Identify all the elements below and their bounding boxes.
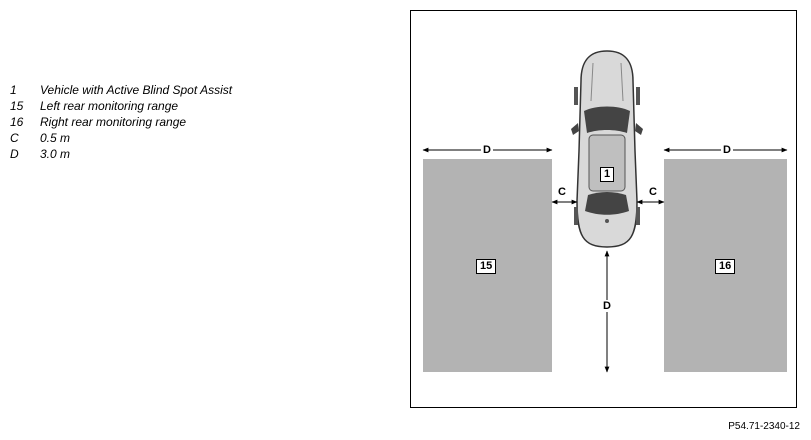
dimension-label-top-left: D	[481, 144, 493, 156]
legend-text: Right rear monitoring range	[40, 115, 187, 129]
legend-key: 1	[10, 83, 17, 97]
vehicle-label: 1	[600, 167, 615, 182]
legend-key: 16	[10, 115, 24, 129]
figure-reference: P54.71-2340-12	[728, 421, 800, 432]
legend-key: C	[10, 131, 19, 145]
monitoring-diagram: 1 15 16 D D C C D	[410, 10, 797, 408]
diagram-graphics	[422, 50, 788, 373]
dimension-label-top-right: D	[721, 144, 733, 156]
dimension-label-gap-right: C	[647, 186, 659, 198]
legend-key: D	[10, 147, 19, 161]
legend-key: 15	[10, 99, 24, 113]
right-zone-label: 16	[715, 259, 736, 274]
legend-text: Left rear monitoring range	[40, 99, 179, 113]
legend-text: Vehicle with Active Blind Spot Assist	[40, 83, 233, 97]
legend-text: 3.0 m	[40, 147, 71, 161]
left-zone-label: 15	[476, 259, 497, 274]
vehicle-top-view	[571, 50, 643, 248]
dimension-label-rear: D	[601, 300, 613, 312]
legend-text: 0.5 m	[40, 131, 71, 145]
dimension-label-gap-left: C	[556, 186, 568, 198]
